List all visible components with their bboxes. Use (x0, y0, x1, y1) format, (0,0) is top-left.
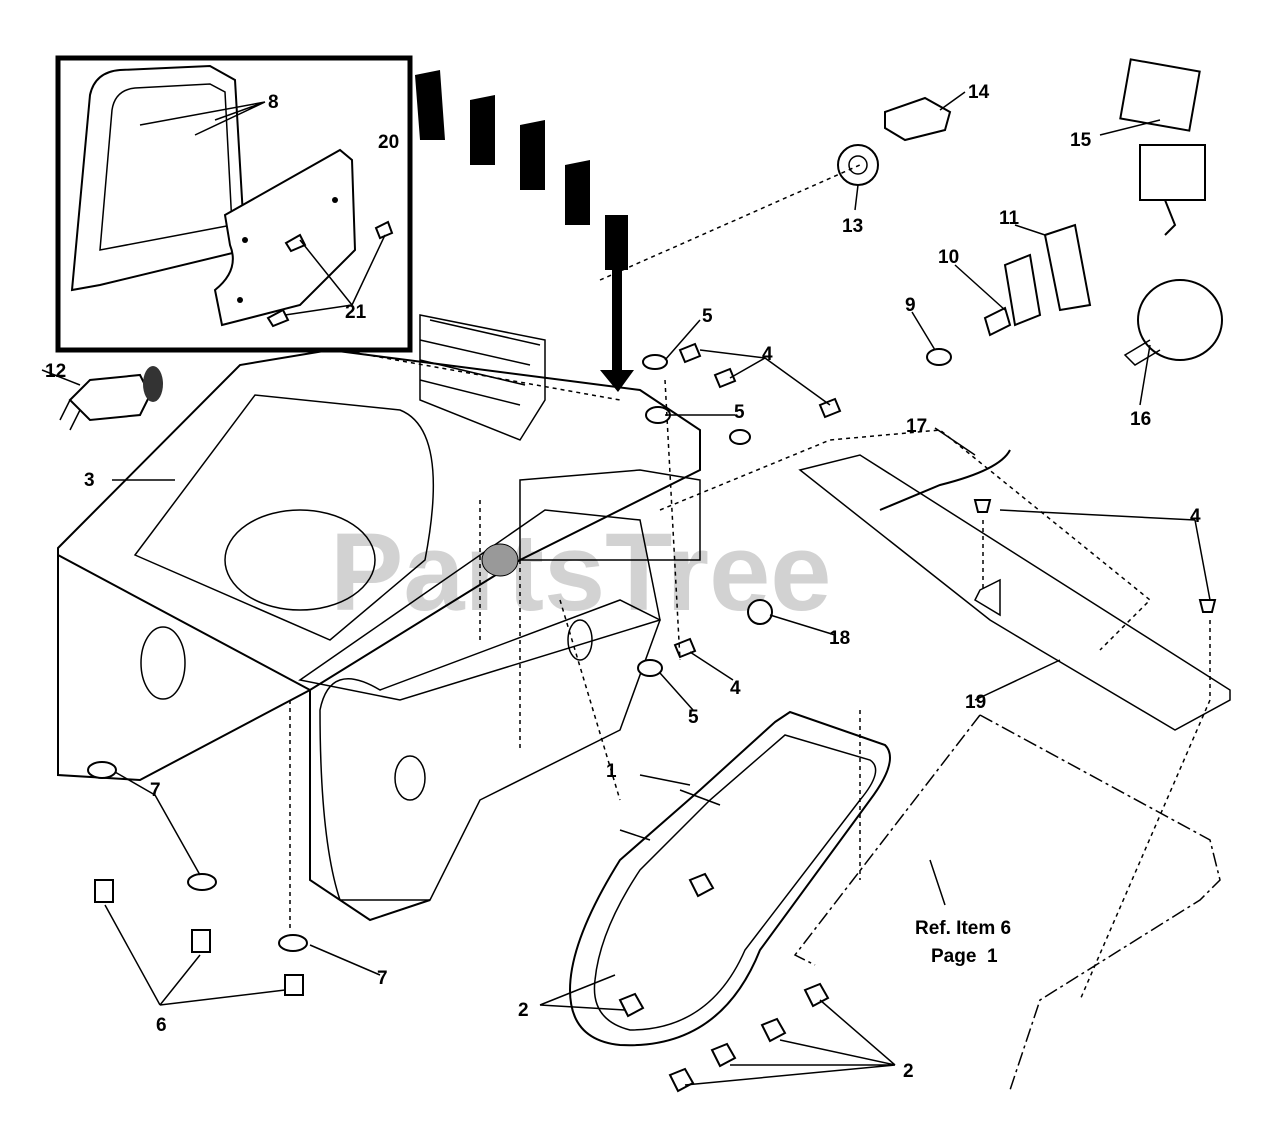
callout-5: 5 (702, 306, 713, 327)
callout-13: 13 (842, 216, 863, 237)
callout-7: 7 (377, 968, 388, 989)
hardware-parts (59, 58, 1223, 625)
callout-4: 4 (762, 344, 773, 365)
fasteners (87, 342, 1217, 1093)
callout-15: 15 (1070, 130, 1092, 151)
belt-cover (568, 710, 891, 1047)
callout-9: 9 (905, 295, 916, 316)
reference-note-line2: Page 1 (931, 946, 998, 967)
callout-7: 7 (150, 780, 161, 801)
callout-4: 4 (730, 678, 741, 699)
callout-20: 20 (378, 132, 399, 153)
callout-18: 18 (829, 628, 850, 649)
callout-1: 1 (606, 761, 617, 782)
inset-pointer-arrow (415, 70, 634, 392)
callout-8: 8 (268, 92, 279, 113)
callout-17: 17 (906, 416, 927, 437)
callout-21: 21 (345, 302, 367, 323)
callout-12: 12 (45, 361, 66, 382)
leader-lines (41, 91, 1211, 1086)
callout-5: 5 (688, 707, 699, 728)
callout-16: 16 (1130, 409, 1151, 430)
callout-10: 10 (938, 247, 959, 268)
callout-14: 14 (968, 82, 990, 103)
callout-2: 2 (903, 1061, 914, 1082)
callout-6: 6 (156, 1015, 167, 1036)
frame-bracket (659, 429, 1231, 1091)
callout-11: 11 (999, 208, 1020, 229)
inset-detail: 8 20 21 (55, 55, 413, 353)
callout-2: 2 (518, 1000, 529, 1021)
callout-19: 19 (965, 692, 986, 713)
callout-4: 4 (1190, 506, 1201, 527)
callout-5: 5 (734, 402, 745, 423)
reference-note-line1: Ref. Item 6 (915, 918, 1011, 939)
callout-3: 3 (84, 470, 95, 491)
